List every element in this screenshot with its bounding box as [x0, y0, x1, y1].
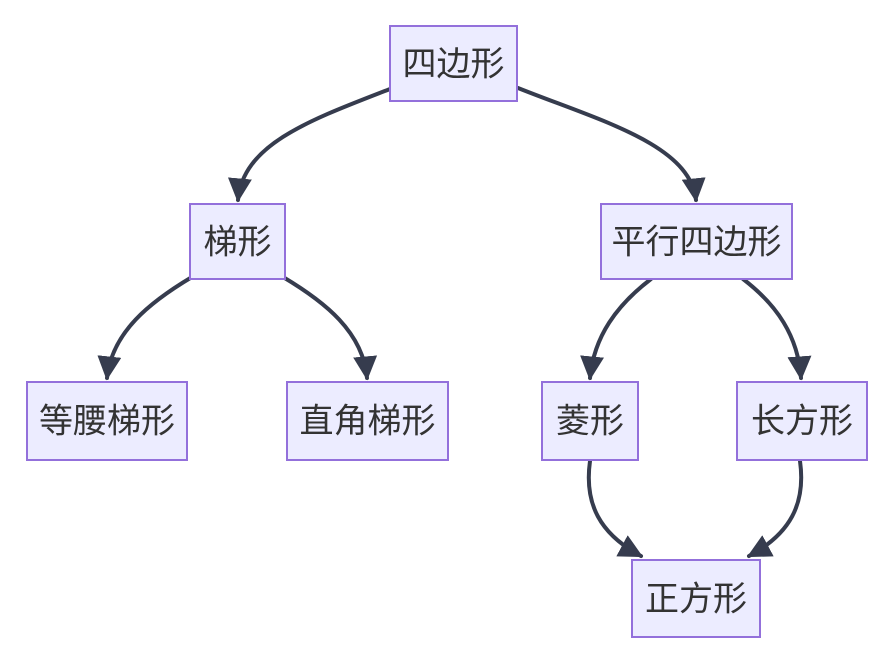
node-quadrilateral-box — [389, 25, 518, 102]
node-layer: 四边形 梯形 平行四边形 等腰梯形 直角梯形 菱形 长方形 正方 — [26, 25, 868, 638]
edge-parallelogram-rectangle — [741, 277, 812, 381]
edge-trapezoid-isosceles-trapezoid — [97, 275, 194, 381]
node-quadrilateral-label: 四边形 — [403, 46, 505, 84]
node-parallelogram: 平行四边形 — [600, 203, 793, 280]
node-rectangle-label: 长方形 — [751, 403, 853, 441]
edge-quadrilateral-trapezoid — [227, 87, 392, 203]
node-rhombus: 菱形 — [541, 381, 639, 461]
edge-rhombus-square — [586, 459, 644, 558]
node-right-trapezoid-label: 直角梯形 — [300, 403, 436, 441]
node-parallelogram-box — [600, 203, 793, 280]
edge-rectangle-square — [746, 459, 804, 558]
node-square-box — [631, 559, 761, 638]
edge-quadrilateral-parallelogram — [516, 86, 706, 203]
node-quadrilateral: 四边形 — [389, 25, 518, 102]
node-rhombus-box — [541, 381, 639, 461]
node-right-trapezoid-box — [286, 381, 449, 461]
node-isosceles-trapezoid: 等腰梯形 — [26, 381, 188, 461]
node-square-label: 正方形 — [645, 581, 747, 619]
node-isosceles-trapezoid-box — [26, 381, 188, 461]
edge-parallelogram-rhombus — [580, 277, 653, 381]
node-trapezoid-box — [189, 203, 286, 280]
node-right-trapezoid: 直角梯形 — [286, 381, 449, 461]
node-rectangle-box — [736, 381, 868, 461]
node-rhombus-label: 菱形 — [556, 403, 624, 441]
node-isosceles-trapezoid-label: 等腰梯形 — [39, 403, 175, 441]
node-rectangle: 长方形 — [736, 381, 868, 461]
edge-trapezoid-right-trapezoid — [281, 275, 378, 381]
node-parallelogram-label: 平行四边形 — [612, 224, 782, 262]
node-square: 正方形 — [631, 559, 761, 638]
edge-layer — [97, 86, 812, 558]
node-trapezoid: 梯形 — [189, 203, 286, 280]
node-trapezoid-label: 梯形 — [204, 224, 272, 262]
